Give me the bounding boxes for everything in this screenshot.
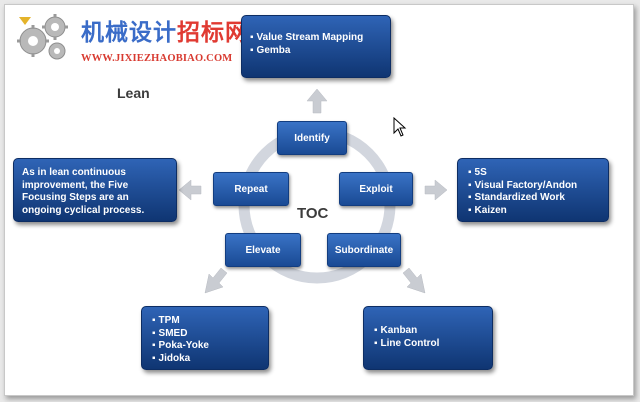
box-elevate-tools: TPM SMED Poka-Yoke Jidoka — [141, 306, 269, 370]
list-item: 5S — [468, 167, 608, 180]
list-item: SMED — [152, 328, 268, 341]
box-value-stream: Value Stream Mapping Gemba — [241, 15, 391, 78]
box-cyclical-note: As in lean continuous improvement, the F… — [13, 158, 177, 222]
slide: 机械设计招标网 WWW.JIXIEZHAOBIAO.COM Lean TOC I… — [4, 4, 634, 396]
box-top-list: Value Stream Mapping Gemba — [250, 32, 390, 57]
list-item: Kaizen — [468, 205, 608, 218]
mouse-cursor-icon — [393, 117, 407, 137]
list-item: Gemba — [250, 45, 390, 58]
logo-title: 机械设计招标网 — [81, 20, 249, 46]
lean-label: Lean — [117, 85, 150, 101]
list-item: Jidoka — [152, 353, 268, 366]
arrow-right — [424, 179, 448, 201]
arrow-down-right — [402, 267, 426, 294]
box-bottom-right-list: Kanban Line Control — [374, 325, 492, 350]
arrow-up — [306, 88, 328, 114]
box-subordinate-tools: Kanban Line Control — [363, 306, 493, 370]
list-item: Kanban — [374, 325, 492, 338]
step-exploit: Exploit — [339, 172, 413, 206]
box-exploit-tools: 5S Visual Factory/Andon Standardized Wor… — [457, 158, 609, 222]
list-item: Visual Factory/Andon — [468, 180, 608, 193]
box-right-list: 5S Visual Factory/Andon Standardized Wor… — [468, 167, 608, 217]
toc-label: TOC — [297, 205, 329, 222]
list-item: Value Stream Mapping — [250, 32, 390, 45]
logo-url: WWW.JIXIEZHAOBIAO.COM — [81, 53, 233, 64]
logo: 机械设计招标网 WWW.JIXIEZHAOBIAO.COM — [13, 11, 263, 71]
box-bottom-left-list: TPM SMED Poka-Yoke Jidoka — [152, 315, 268, 365]
step-identify: Identify — [277, 121, 347, 155]
list-item: Poka-Yoke — [152, 340, 268, 353]
list-item: Standardized Work — [468, 192, 608, 205]
gears-icon — [17, 14, 68, 60]
step-elevate: Elevate — [225, 233, 301, 267]
list-item: Line Control — [374, 338, 492, 351]
arrow-left — [178, 179, 202, 201]
arrow-down-left — [204, 267, 228, 294]
step-subordinate: Subordinate — [327, 233, 401, 267]
list-item: TPM — [152, 315, 268, 328]
step-repeat: Repeat — [213, 172, 289, 206]
